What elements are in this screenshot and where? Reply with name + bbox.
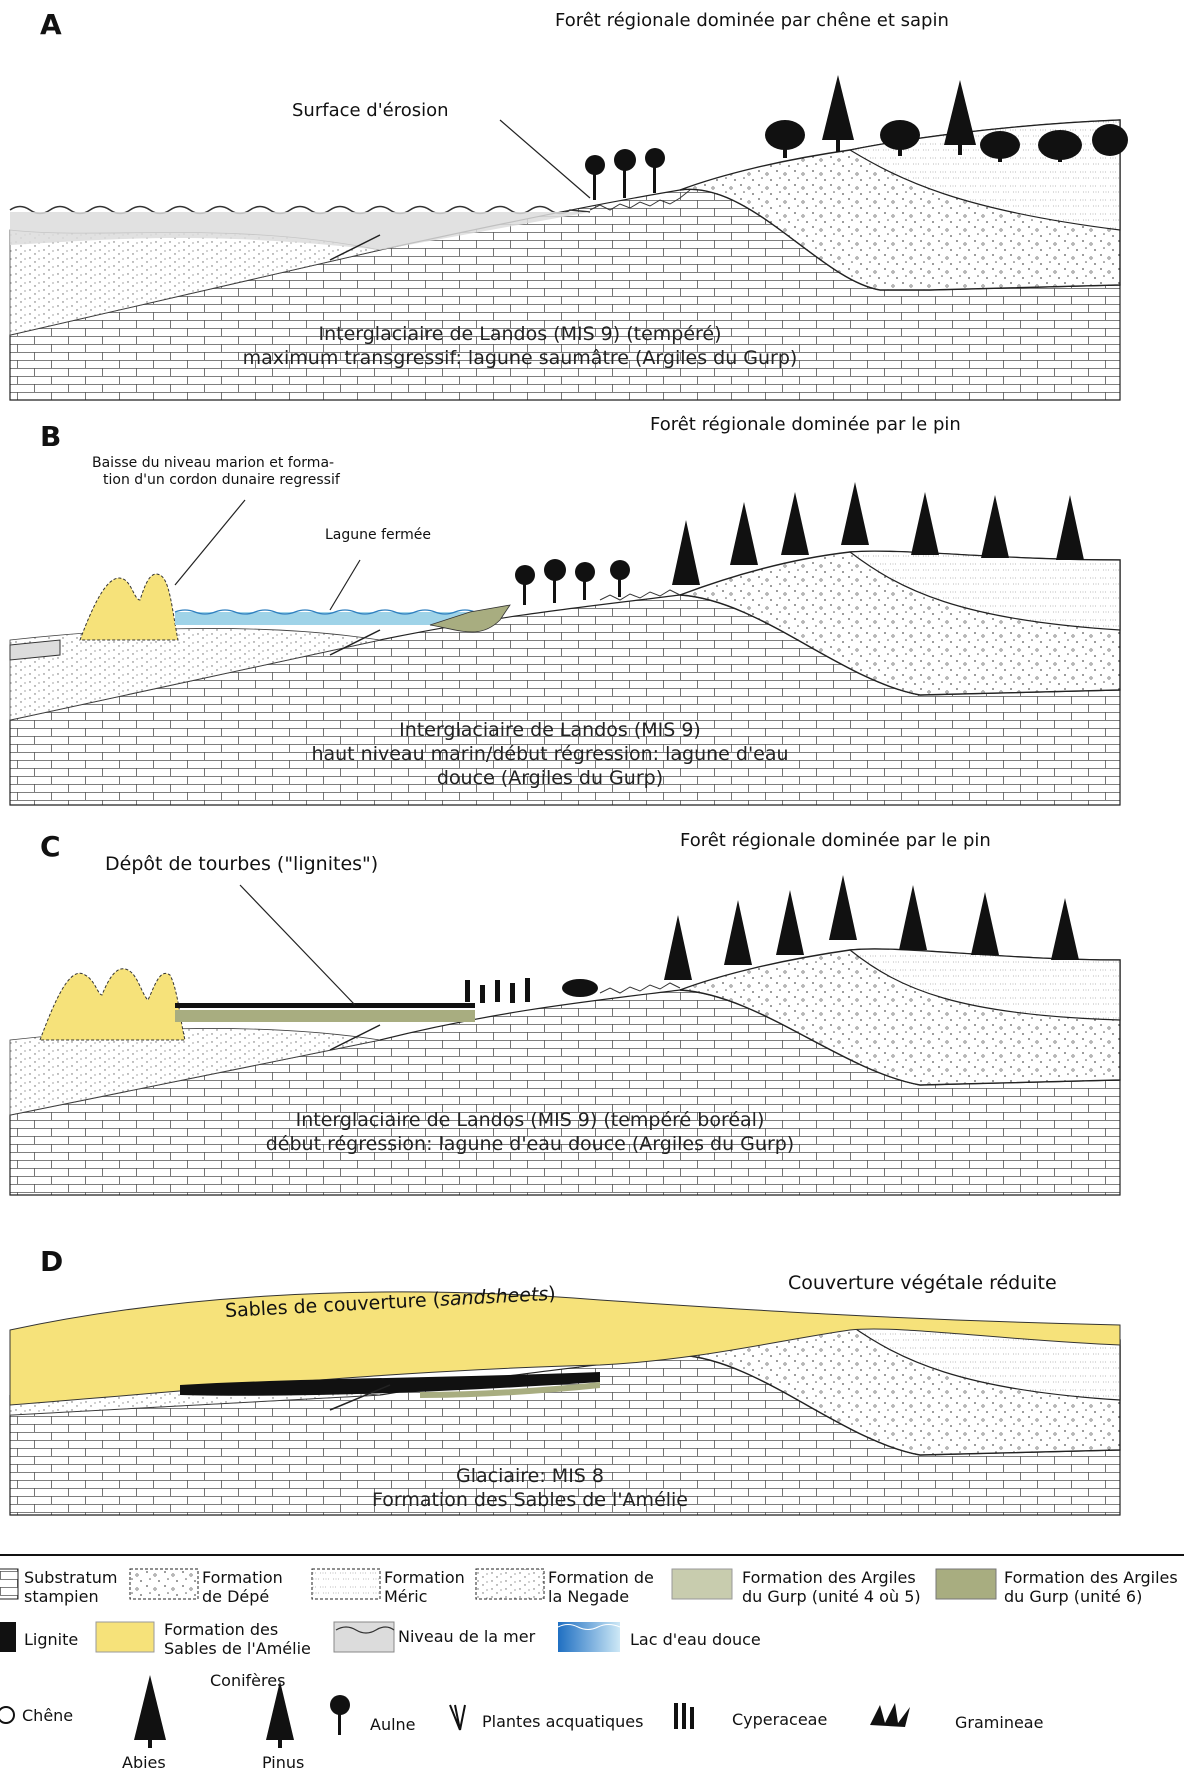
formation-meric-c: [848, 948, 1121, 1021]
caption-b-line3: douce (Argiles du Gurp): [436, 767, 664, 789]
swatch-substratum: [0, 1568, 19, 1600]
legend-gramineae: Gramineae: [955, 1713, 1044, 1732]
legend-sea: Niveau de la mer: [398, 1627, 536, 1646]
panel-c-trees: [465, 875, 1079, 1003]
caption-a-line1: Interglaciaire de Landos (MIS 9) (tempér…: [318, 323, 722, 345]
legend-gurp6-l1: Formation des Argiles: [1004, 1568, 1178, 1587]
panel-label-a: A: [40, 8, 62, 41]
sea-b: [9, 639, 61, 661]
formation-negade-b: [9, 628, 381, 721]
cyperaceae-icon: [674, 1703, 678, 1729]
legend-negade-l1: Formation de: [548, 1568, 654, 1587]
annotation-b-line2: tion d'un cordon dunaire regressif: [103, 472, 340, 488]
caption-c-line2: début régression: lagune d'eau douce (Ar…: [265, 1133, 795, 1155]
gurp-c: [175, 1010, 475, 1022]
swatch-gurp6: [935, 1568, 997, 1600]
panel-label-c: C: [40, 830, 61, 863]
aulne-icon: [330, 1695, 350, 1715]
panel-label-b: B: [40, 420, 62, 453]
panel-label-d: D: [40, 1245, 64, 1278]
panel-b-geology: [9, 550, 1121, 806]
legend-amelie-l1: Formation des: [164, 1620, 279, 1639]
pinus-row-b: [672, 482, 1084, 585]
legend-meric-l2: Méric: [384, 1587, 428, 1606]
gurp-b: [429, 604, 511, 633]
erosion-leader-a: [499, 119, 591, 199]
forest-title-d: Couverture végétale réduite: [788, 1272, 1057, 1294]
pinus-icon: [266, 1681, 294, 1740]
annotation-tourbes-c: Dépôt de tourbes ("lignites"): [105, 853, 379, 875]
legend-depe-l2: de Dépé: [202, 1587, 270, 1606]
swatch-lake: [558, 1622, 620, 1652]
caption-c-line1: Interglaciaire de Landos (MIS 9) (tempér…: [295, 1109, 765, 1131]
fault-a: [329, 234, 381, 261]
annotation-erosion-a: Surface d'érosion: [292, 100, 449, 121]
panel-b-trees: [515, 482, 1084, 605]
forest-title-b: Forêt régionale dominée par le pin: [650, 414, 961, 435]
sandsheet-d: [9, 1291, 1121, 1406]
dune-c: [39, 968, 186, 1041]
swatch-gurp45: [671, 1568, 733, 1600]
panel-a-trees: [585, 75, 1128, 200]
plantes-icon: [449, 1704, 466, 1731]
swatch-amelie: [95, 1621, 155, 1653]
panel-d-geology: [9, 1291, 1121, 1516]
legend-depe-l1: Formation: [202, 1568, 283, 1587]
dune-b: [79, 573, 179, 641]
lignite-d: [180, 1372, 600, 1396]
annotation-b-line1: Baisse du niveau marion et forma-: [92, 455, 335, 471]
legend-coniferes: Conifères: [210, 1671, 286, 1690]
legend-meric-l1: Formation: [384, 1568, 465, 1587]
annotation-sandsheets-d-close: ): [547, 1282, 557, 1306]
abies-icon: [134, 1675, 166, 1740]
lake-b: [175, 612, 490, 625]
swatch-meric: [311, 1568, 381, 1600]
legend-abies: Abies: [122, 1753, 166, 1772]
legend-swatches: [0, 1568, 997, 1748]
caption-d-line2: Formation des Sables de l'Amélie: [371, 1489, 689, 1511]
swatch-lignite: [0, 1622, 16, 1652]
legend-gurp45-l2: du Gurp (unité 4 où 5): [742, 1587, 921, 1606]
sea-a: [10, 212, 590, 250]
legend-substratum-l1: Substratum: [24, 1568, 118, 1587]
legend-substratum-l2: stampien: [24, 1587, 99, 1606]
legend-aulne: Aulne: [370, 1715, 416, 1734]
legend-pinus: Pinus: [262, 1753, 305, 1772]
legend-cyperaceae: Cyperaceae: [732, 1710, 828, 1729]
swatch-depe: [129, 1568, 199, 1600]
caption-b-line2: haut niveau marin/début régression: lagu…: [311, 743, 789, 765]
panel-c-geology: [9, 948, 1121, 1196]
annotation-lagune-b: Lagune fermée: [325, 527, 431, 543]
legend-negade-l2: la Negade: [548, 1587, 630, 1606]
caption-b-line1: Interglaciaire de Landos (MIS 9): [399, 719, 701, 741]
legend-amelie-l2: Sables de l'Amélie: [164, 1639, 311, 1658]
chene-icon: [0, 1706, 15, 1724]
legend-lignite: Lignite: [24, 1630, 79, 1649]
legend-chene: Chêne: [22, 1706, 74, 1725]
swatch-negade: [475, 1568, 545, 1600]
legend-lake: Lac d'eau douce: [630, 1630, 761, 1649]
lignite-c: [175, 1003, 475, 1008]
caption-d-line1: Glaciaire: MIS 8: [455, 1465, 604, 1487]
caption-a-line2: maximum transgressif: lagune saumâtre (A…: [242, 347, 798, 369]
gurp-d: [420, 1382, 600, 1398]
gramineae-icon: [870, 1703, 910, 1727]
legend-gurp45-l1: Formation des Argiles: [742, 1568, 916, 1587]
legend-plantes: Plantes acquatiques: [482, 1712, 644, 1731]
forest-title-a: Forêt régionale dominée par chêne et sap…: [555, 10, 949, 31]
legend-gurp6-l2: du Gurp (unité 6): [1004, 1587, 1143, 1606]
forest-title-c: Forêt régionale dominée par le pin: [680, 830, 991, 851]
